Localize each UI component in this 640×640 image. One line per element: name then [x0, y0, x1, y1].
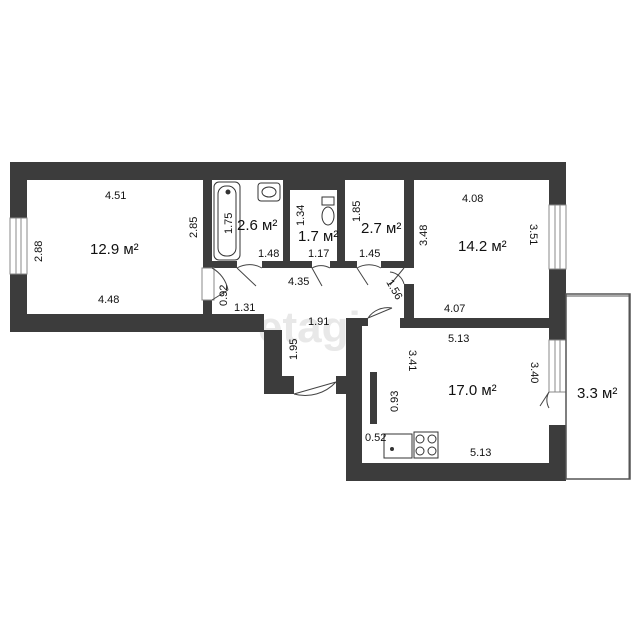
- area-bathroom: 2.6 м²: [237, 217, 277, 234]
- dim-kitchen-side: 3.40: [528, 362, 540, 383]
- dim-toilet-side: 1.34: [295, 205, 307, 226]
- dim-bath-bottom: 1.48: [258, 248, 279, 260]
- toilet-icon: [321, 196, 335, 206]
- dim-kitchen-top: 5.13: [448, 333, 469, 345]
- doors: [211, 264, 550, 409]
- area-room-left: 12.9 м²: [90, 241, 139, 258]
- dim-kitchen-door: 0.93: [389, 391, 401, 412]
- washbasin-icon: [257, 182, 281, 202]
- dim-kitchen-sink: 0.52: [365, 432, 386, 444]
- dim-closet-side: 1.85: [351, 201, 363, 222]
- dim-hall-door-left: 0.92: [218, 285, 230, 306]
- area-labels: 12.9 м² 2.6 м² 1.7 м² 2.7 м² 14.2 м² 17.…: [90, 217, 617, 402]
- dim-right-right: 3.51: [527, 224, 539, 245]
- dim-bath-side: 1.75: [223, 213, 235, 234]
- area-closet: 2.7 м²: [361, 220, 401, 237]
- balcony: [565, 293, 631, 480]
- dim-closet-bottom: 1.45: [359, 248, 380, 260]
- dim-left-side: 2.88: [33, 241, 45, 262]
- dim-left-inner: 2.85: [188, 217, 200, 238]
- dim-kitchen-bottom: 5.13: [470, 447, 491, 459]
- dim-hall-door-right: 1.56: [383, 278, 404, 303]
- dim-hall-center: 1.91: [308, 316, 329, 328]
- dim-right-top: 4.08: [462, 193, 483, 205]
- dim-right-left: 3.48: [418, 225, 430, 246]
- area-room-right: 14.2 м²: [458, 238, 507, 255]
- stove-icon: [413, 431, 439, 459]
- area-toilet: 1.7 м²: [298, 228, 338, 245]
- area-kitchen: 17.0 м²: [448, 382, 497, 399]
- dim-toilet-bottom: 1.17: [308, 248, 329, 260]
- fixtures: [213, 181, 439, 459]
- dim-left-top: 4.51: [105, 190, 126, 202]
- dim-kitchen-inner: 3.41: [406, 350, 418, 371]
- dim-left-bottom: 4.48: [98, 294, 119, 306]
- kitchen-sink-icon: [383, 433, 413, 459]
- dim-hall-left: 1.31: [234, 302, 255, 314]
- bathtub-icon: [213, 181, 241, 261]
- area-balcony: 3.3 м²: [577, 385, 617, 402]
- dim-right-bottom: 4.07: [444, 303, 465, 315]
- dim-hall-side: 1.95: [288, 339, 300, 360]
- dim-hall-length: 4.35: [288, 276, 309, 288]
